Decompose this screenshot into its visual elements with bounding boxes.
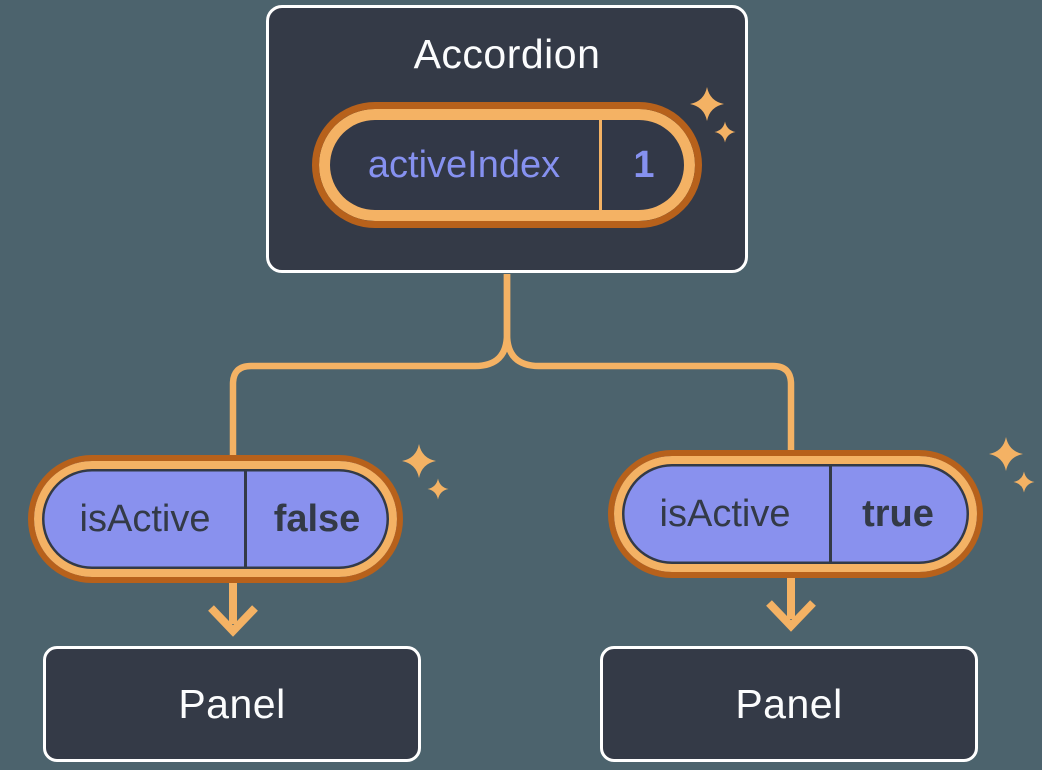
prop-pill-right-divider — [828, 465, 832, 563]
accordion-node-label: Accordion — [413, 30, 601, 77]
panel-node-left: Panel — [43, 646, 421, 762]
prop-pill-right — [608, 450, 983, 578]
tree-connector-left — [229, 274, 511, 456]
sparkle-icon — [402, 444, 436, 478]
panel-node-right: Panel — [600, 646, 978, 762]
state-pill-divider — [599, 120, 602, 210]
sparkle-icon — [989, 437, 1023, 471]
prop-pill-left-divider — [243, 470, 247, 568]
arrow-down-icon — [208, 582, 258, 637]
state-value: 1 — [633, 143, 655, 186]
tree-connector-right — [503, 274, 795, 451]
prop-name-right: isActive — [659, 492, 791, 535]
prop-name-left: isActive — [79, 497, 211, 540]
state-pill — [312, 102, 702, 228]
sparkle-icon — [427, 478, 449, 500]
prop-value-right: true — [862, 492, 934, 535]
prop-value-left: false — [273, 497, 361, 540]
sparkle-icon — [1013, 471, 1035, 493]
prop-pill-left — [28, 455, 403, 583]
arrow-down-icon — [766, 577, 816, 632]
state-name: activeIndex — [367, 143, 561, 186]
